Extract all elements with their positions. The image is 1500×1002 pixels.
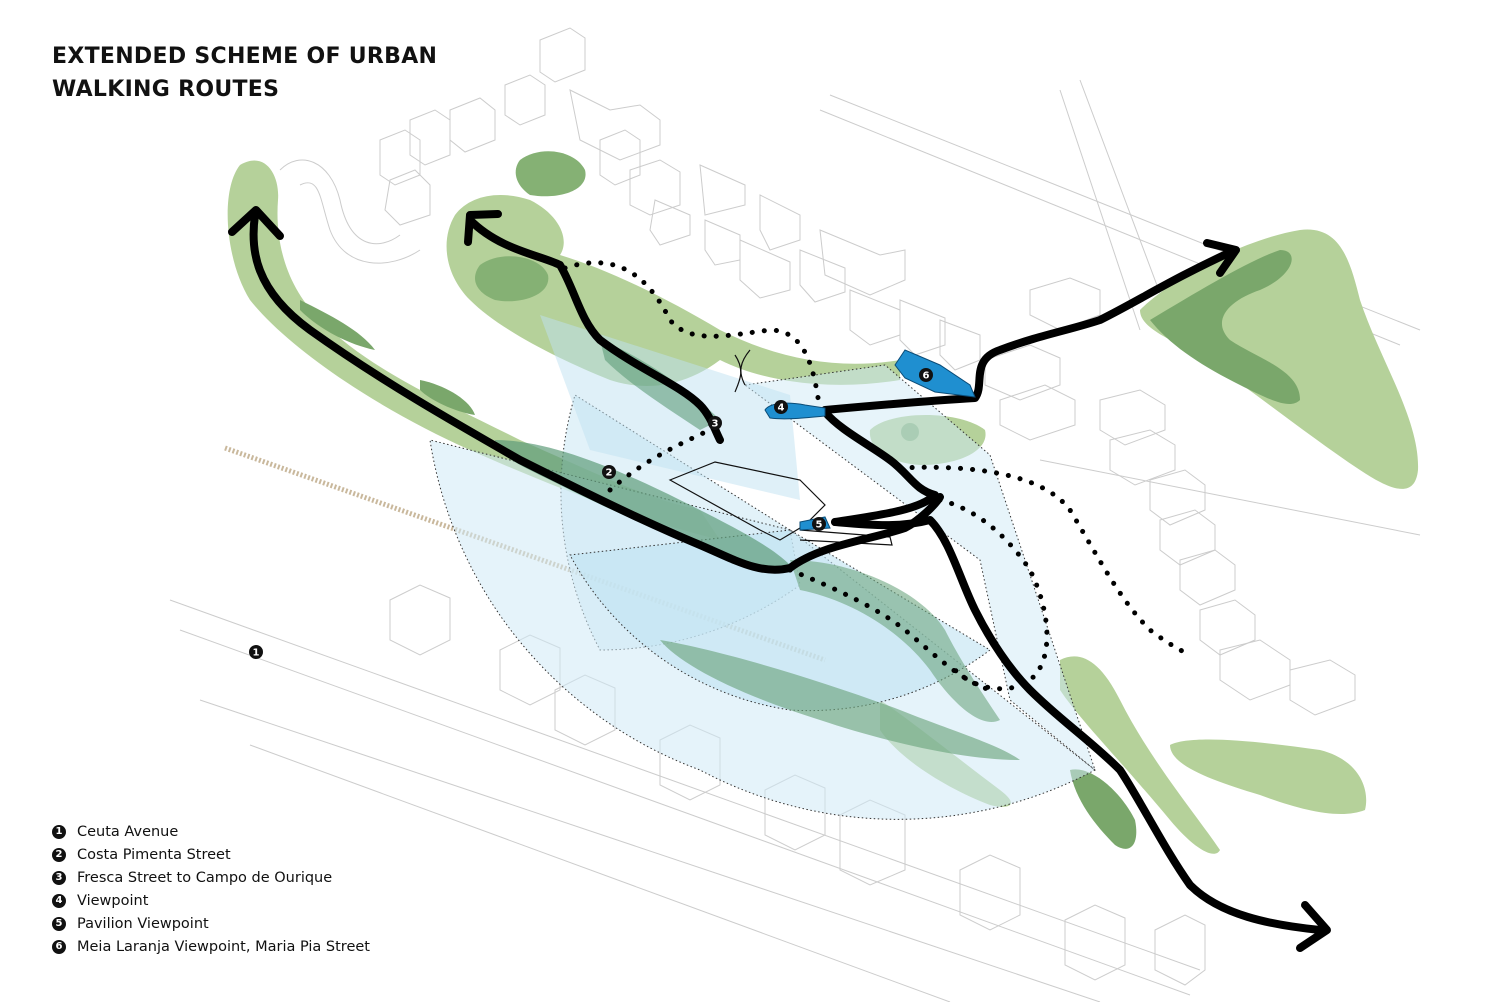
marker-5: 5 [812, 517, 826, 531]
legend-label: Ceuta Avenue [77, 823, 179, 840]
legend-label: Meia Laranja Viewpoint, Maria Pia Street [77, 938, 370, 955]
legend: 1 Ceuta Avenue 2 Costa Pimenta Street 3 … [52, 820, 370, 958]
marker-4: 4 [774, 400, 788, 414]
legend-item: 1 Ceuta Avenue [52, 820, 370, 843]
route-arrowheads [228, 206, 1331, 952]
legend-label: Costa Pimenta Street [77, 846, 231, 863]
legend-number-badge: 3 [52, 870, 66, 885]
marker-2: 2 [602, 465, 616, 479]
legend-number-badge: 5 [52, 916, 66, 931]
legend-item: 5 Pavilion Viewpoint [52, 912, 370, 935]
legend-label: Viewpoint [77, 892, 149, 909]
legend-item: 2 Costa Pimenta Street [52, 843, 370, 866]
svg-text:1: 1 [253, 648, 260, 659]
map-title-line1: EXTENDED SCHEME OF URBAN [52, 44, 438, 69]
svg-text:5: 5 [816, 520, 823, 531]
dotted-routes [562, 260, 1193, 693]
legend-item: 4 Viewpoint [52, 889, 370, 912]
context-lines [169, 27, 1421, 1002]
marker-1: 1 [249, 645, 263, 659]
svg-text:3: 3 [712, 419, 719, 430]
legend-item: 6 Meia Laranja Viewpoint, Maria Pia Stre… [52, 935, 370, 958]
legend-label: Pavilion Viewpoint [77, 915, 209, 932]
svg-text:4: 4 [778, 403, 785, 414]
legend-number-badge: 1 [52, 824, 66, 839]
legend-number-badge: 6 [52, 939, 66, 954]
svg-text:2: 2 [606, 468, 613, 479]
marker-6: 6 [919, 368, 933, 382]
marker-3: 3 [708, 416, 722, 430]
legend-number-badge: 4 [52, 893, 66, 908]
map-title-line2: WALKING ROUTES [52, 77, 280, 102]
legend-label: Fresca Street to Campo de Ourique [77, 869, 333, 886]
legend-item: 3 Fresca Street to Campo de Ourique [52, 866, 370, 889]
svg-text:6: 6 [923, 371, 930, 382]
map-title: EXTENDED SCHEME OF URBAN WALKING ROUTES [52, 40, 437, 106]
legend-number-badge: 2 [52, 847, 66, 862]
walking-routes [249, 211, 1324, 934]
